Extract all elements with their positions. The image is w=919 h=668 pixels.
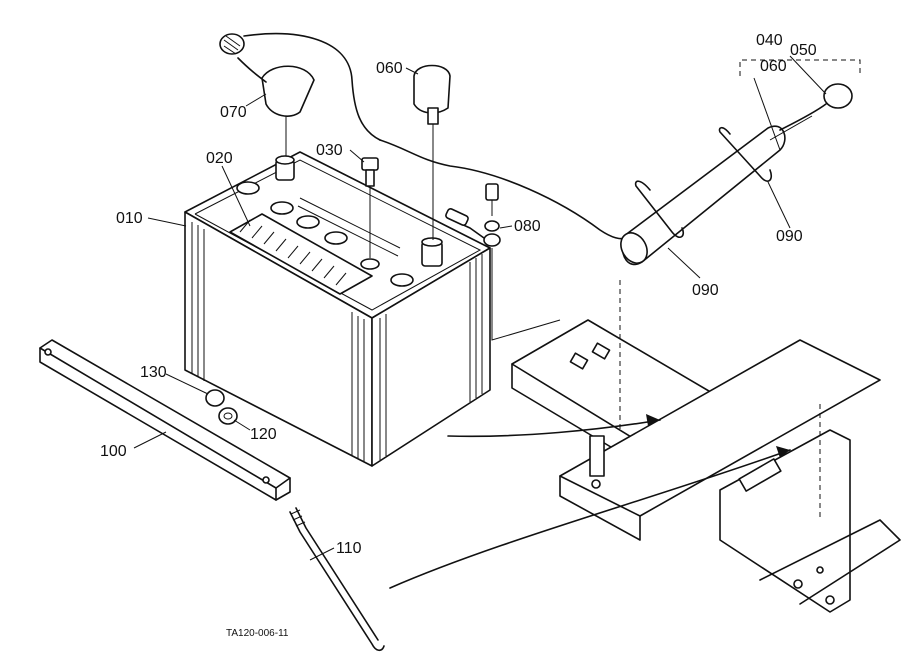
hold-down-hardware (205, 389, 238, 425)
ground-terminal (445, 183, 561, 341)
callout-020: 020 (206, 150, 233, 167)
hold-down-bar (39, 339, 291, 501)
callout-030: 030 (316, 142, 343, 159)
negative-cable (379, 64, 629, 240)
vent-plug (361, 157, 379, 258)
j-bolt (289, 507, 385, 652)
callout-100: 100 (100, 443, 127, 460)
assembly-arrows (389, 414, 791, 589)
callout-080: 080 (514, 218, 541, 235)
callout-labels: 010 020 030 040 050 060 060 070 080 090 … (100, 32, 817, 639)
positive-cable-cap (219, 32, 381, 156)
figure-code: TA120-006-11 (226, 628, 289, 639)
callout-130: 130 (140, 364, 167, 381)
callout-060-kit: 060 (760, 58, 787, 75)
battery (184, 151, 491, 467)
leader-lines (133, 55, 827, 561)
callout-040: 040 (756, 32, 783, 49)
callout-060: 060 (376, 60, 403, 77)
callout-010: 010 (116, 210, 143, 227)
callout-120: 120 (250, 426, 277, 443)
callout-070: 070 (220, 104, 247, 121)
callout-110: 110 (336, 540, 362, 557)
battery-tray (511, 280, 901, 613)
callout-090-front: 090 (692, 282, 719, 299)
callout-050: 050 (790, 42, 817, 59)
callout-090-rear: 090 (776, 228, 803, 245)
battery-terminals (275, 155, 443, 267)
vent-caps (236, 181, 414, 287)
label-hatching (239, 219, 347, 286)
